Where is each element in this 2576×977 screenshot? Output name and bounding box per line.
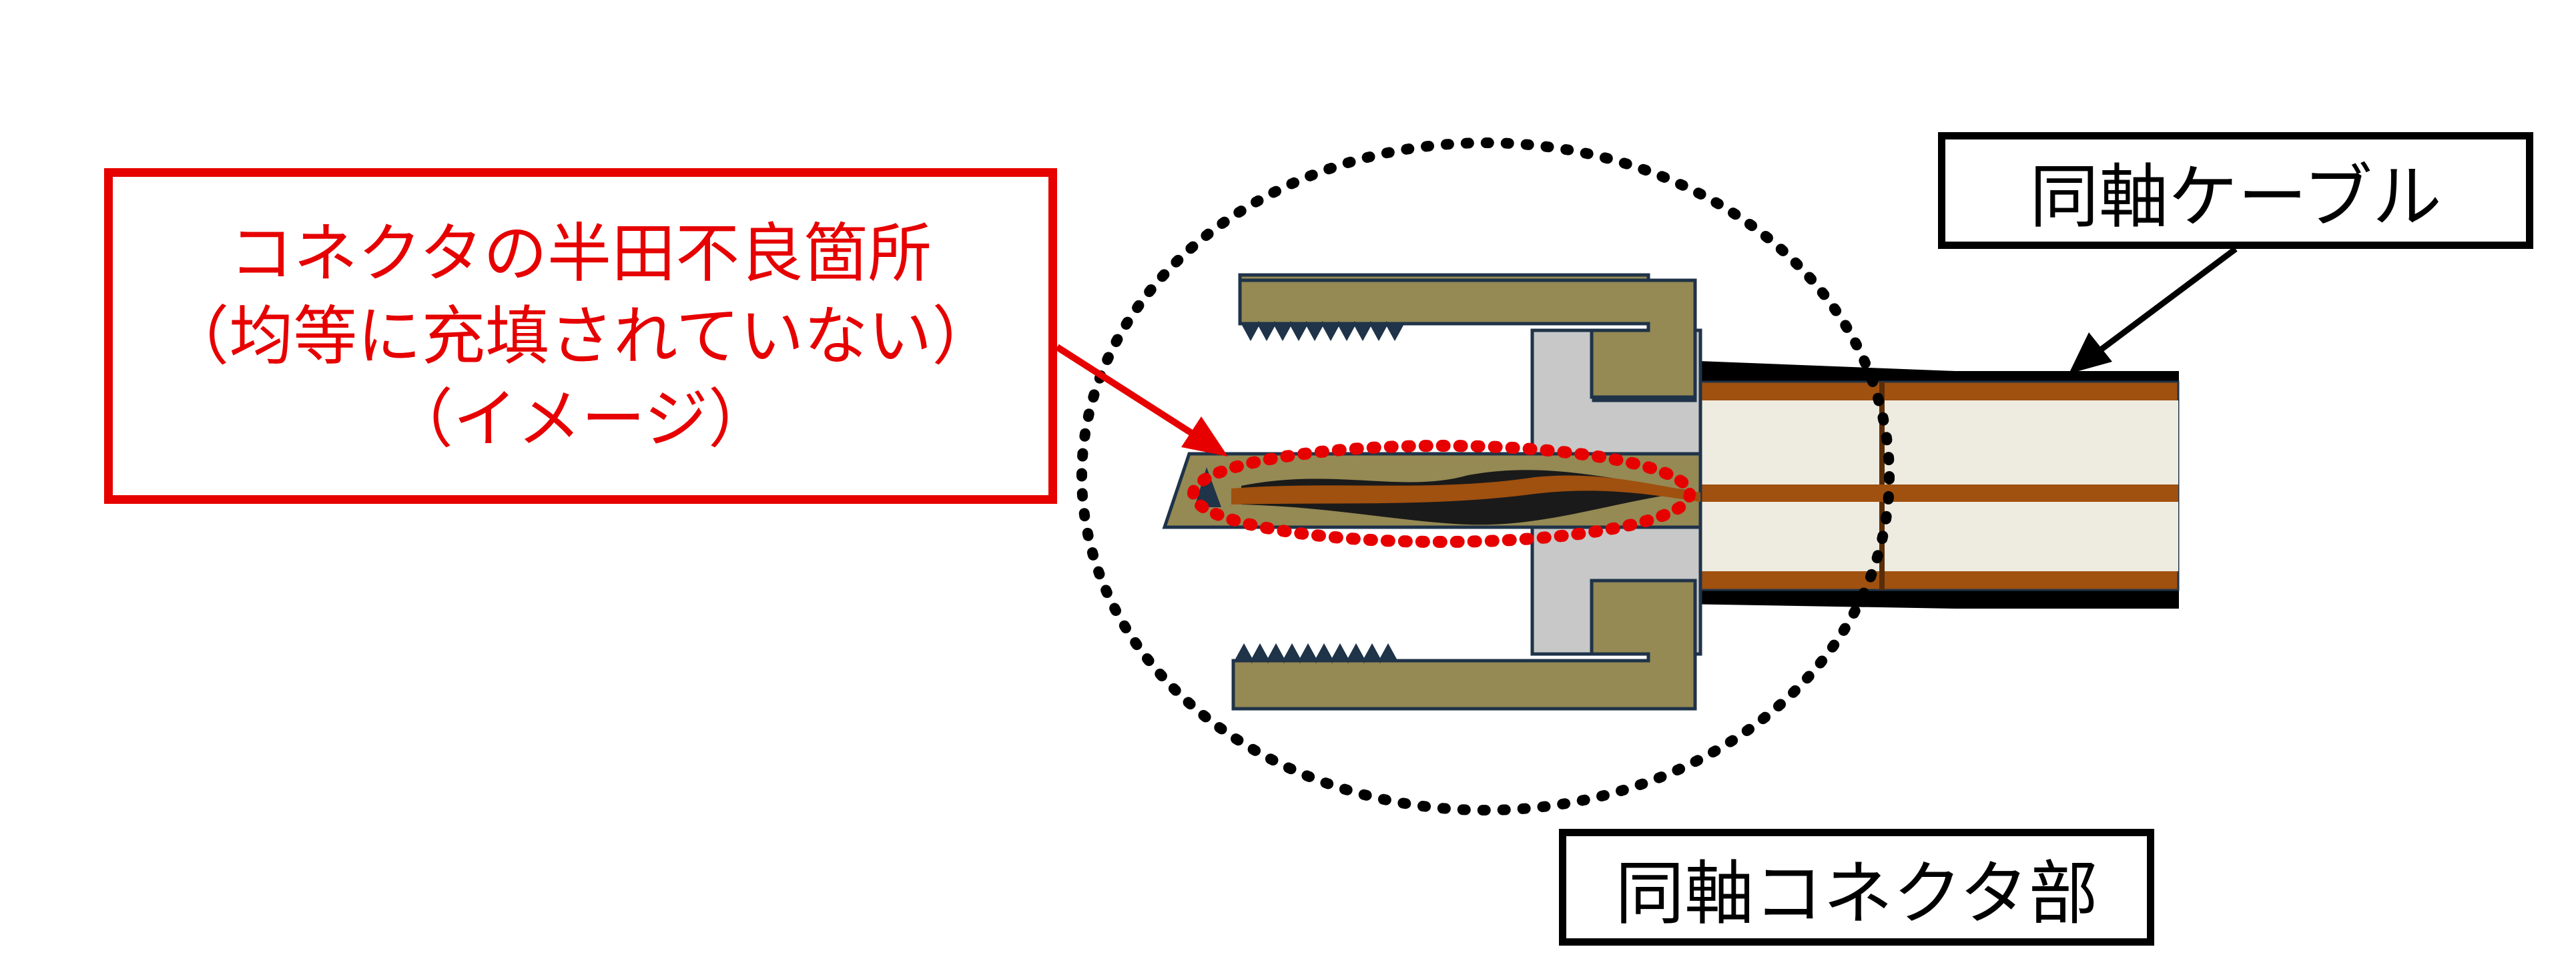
uneven-solder <box>1231 470 1700 525</box>
defect-callout-box: コネクタの半田不良箇所 （均等に充填されていない） （イメージ） <box>104 168 1057 504</box>
defect-label-line3: （イメージ） <box>388 381 773 456</box>
defect-label-line2: （均等に充填されていない） <box>165 298 996 374</box>
connector-label-box: 同軸コネクタ部 <box>1559 829 2154 946</box>
cable-label-box: 同軸ケーブル <box>1938 132 2533 249</box>
cable-label: 同軸ケーブル <box>2029 156 2442 238</box>
defect-arrow <box>1055 344 1228 456</box>
center-conductor <box>1700 484 2178 502</box>
defect-label-line1: コネクタの半田不良箇所 <box>229 216 932 291</box>
cable-arrow <box>2069 246 2238 374</box>
connector-label: 同軸コネクタ部 <box>1615 853 2098 934</box>
connector-body <box>1231 273 1697 711</box>
connector-region-circle <box>1076 137 1895 816</box>
defect-highlight-ellipse <box>1187 440 1696 548</box>
